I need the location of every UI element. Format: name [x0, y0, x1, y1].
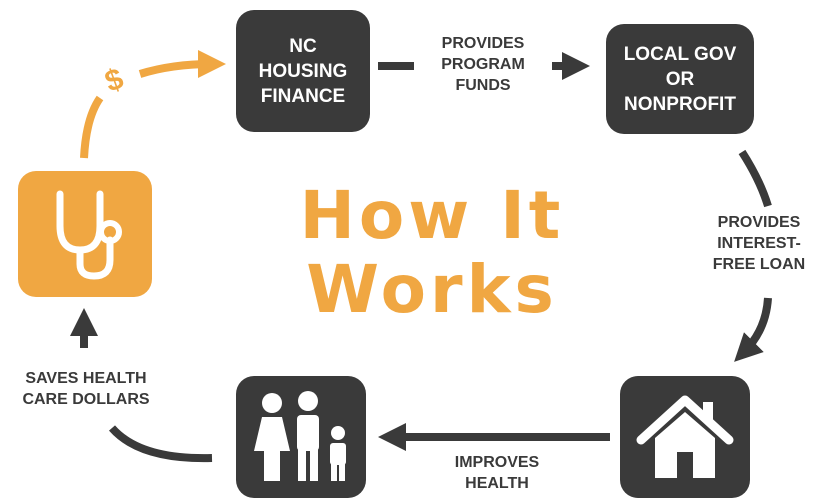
- label-saves-dollars: SAVES HEALTH CARE DOLLARS: [22, 370, 150, 408]
- arrow-saves-bottom: [108, 425, 213, 463]
- label-provides-loan: PROVIDES INTEREST- FREE LOAN: [712, 214, 806, 273]
- arrow-money-lower: [80, 95, 104, 159]
- arrow-money-upper: [138, 50, 226, 79]
- stethoscope-icon: [56, 190, 122, 280]
- arrow-loan-top: [738, 149, 772, 208]
- house-icon: [636, 395, 734, 478]
- node-family: [236, 376, 366, 498]
- node-local-gov-label: LOCAL GOV OR NONPROFIT: [623, 43, 737, 115]
- family-icon: [254, 391, 346, 481]
- node-home: [620, 376, 750, 498]
- label-improves-health: IMPROVES HEALTH: [454, 454, 540, 492]
- arrow-loan-bottom: [734, 297, 772, 362]
- node-local-gov: LOCAL GOV OR NONPROFIT: [606, 24, 754, 134]
- node-nc-housing-finance-label: NC HOUSING FINANCE: [258, 35, 348, 107]
- label-provides-program-funds: PROVIDES PROGRAM FUNDS: [441, 35, 525, 94]
- title-line-2: Works: [306, 251, 558, 328]
- node-health: [18, 171, 152, 297]
- node-nc-housing-finance: NC HOUSING FINANCE: [236, 10, 370, 132]
- title-line-1: How It: [299, 177, 565, 254]
